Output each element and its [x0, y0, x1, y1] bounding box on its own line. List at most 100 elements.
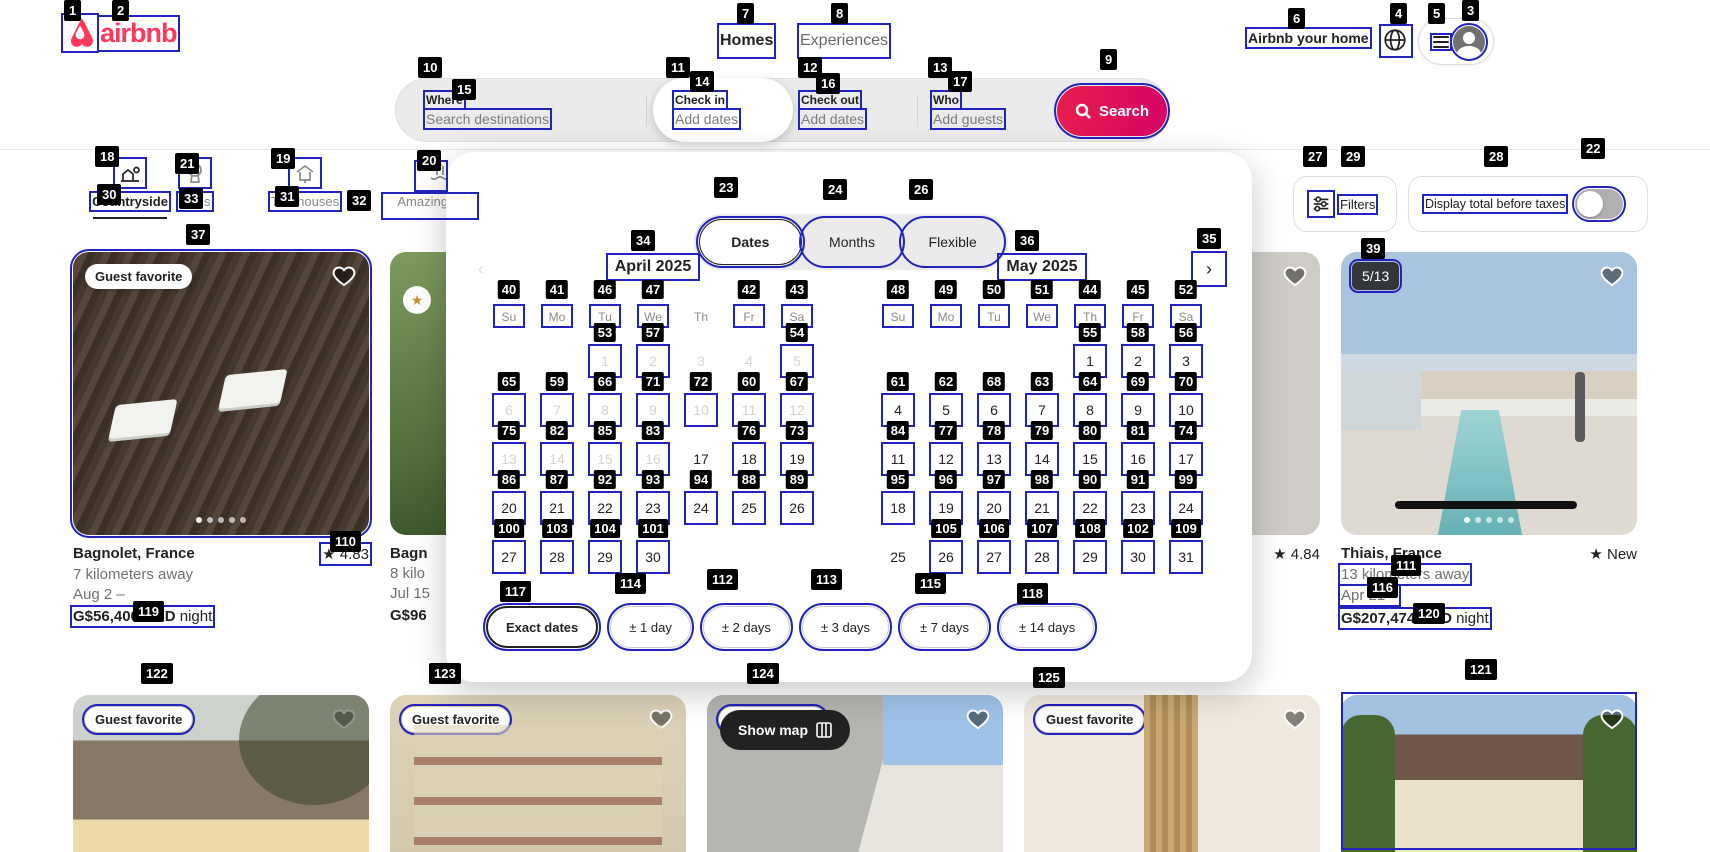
listing-title-fragment: Bagn	[390, 545, 428, 562]
photo-detail	[108, 398, 178, 440]
wishlist-heart-icon[interactable]	[1599, 264, 1625, 288]
category-icons[interactable]: Icons	[155, 157, 235, 212]
next-month-arrow[interactable]: ›	[1191, 251, 1227, 287]
display-total-pill: Display total before taxes	[1408, 176, 1648, 232]
listing-dates: Aug 2 –	[73, 586, 125, 603]
avatar[interactable]	[1450, 22, 1488, 61]
bottom-listing-card-2[interactable]: Guest favorite	[390, 695, 686, 852]
search-bar: Where Search destinations Check in Add d…	[395, 78, 1170, 142]
tab-homes[interactable]: Homes	[716, 23, 777, 59]
datepicker-tab-dates[interactable]: Dates	[696, 216, 805, 268]
listing-rating: ★ New	[1589, 546, 1637, 563]
datepicker-tab-flexible[interactable]: Flexible	[899, 216, 1007, 268]
flex-option--7-days[interactable]: ± 7 days	[897, 603, 992, 651]
airbnb-wordmark: airbnb	[97, 14, 180, 52]
airbnb-logo[interactable]: airbnb	[61, 13, 180, 53]
who-label[interactable]: Who	[930, 90, 962, 110]
listing-photo-carousel[interactable]: Guest favorite	[73, 695, 369, 852]
flex-option--2-days[interactable]: ± 2 days	[699, 603, 793, 651]
datepicker-tab-months[interactable]: Months	[798, 216, 906, 268]
globe-icon[interactable]	[1379, 24, 1413, 58]
checkout-add-dates[interactable]: Add dates	[797, 108, 868, 130]
filters-button[interactable]: Filters	[1293, 176, 1397, 232]
flex-option-exact-dates[interactable]: Exact dates	[482, 603, 602, 651]
where-label[interactable]: Where	[423, 90, 466, 110]
carousel-progress-bar[interactable]	[1395, 501, 1577, 509]
flexible-dates-row: Exact dates± 1 day± 2 days± 3 days± 7 da…	[482, 603, 1098, 651]
wishlist-heart-icon[interactable]	[331, 707, 357, 731]
listing-photo-carousel[interactable]	[1341, 695, 1637, 852]
search-destinations-input[interactable]: Search destinations	[423, 108, 552, 130]
tab-experiences[interactable]: Experiences	[796, 23, 892, 59]
display-total-toggle[interactable]	[1572, 186, 1627, 222]
checkout-label[interactable]: Check out	[797, 90, 863, 110]
flex-option--1-day[interactable]: ± 1 day	[607, 603, 694, 651]
listing-photo-carousel[interactable]: Guest favorite	[390, 695, 686, 852]
airbnb-your-home-link[interactable]: Airbnb your home	[1245, 27, 1372, 49]
who-add-guests[interactable]: Add guests	[929, 108, 1007, 130]
wishlist-heart-icon[interactable]	[1282, 264, 1308, 288]
wishlist-heart-icon[interactable]	[965, 707, 991, 731]
prev-month-arrow: ‹	[478, 258, 484, 279]
checkin-section[interactable]: Check in Add dates	[653, 78, 793, 142]
flex-option--14-days[interactable]: ± 14 days	[997, 603, 1098, 651]
wishlist-heart-icon[interactable]	[648, 707, 674, 731]
wishlist-heart-icon[interactable]	[1599, 707, 1625, 731]
guest-favorite-badge: Guest favorite	[81, 704, 196, 735]
listing-photo-carousel[interactable]: Guest favorite	[1024, 695, 1320, 852]
listing-title: Bagnolet, France	[73, 545, 195, 562]
listing-photo-carousel[interactable]: Guest favorite	[70, 249, 372, 538]
bottom-listing-card-4[interactable]: Guest favorite	[1024, 695, 1320, 852]
listing-photo-carousel[interactable]: 5/13	[1341, 252, 1637, 535]
listing-price: G$207,474 GYD night	[1338, 607, 1492, 630]
category-treehouses[interactable]: Treehouses	[250, 157, 360, 212]
flex-option--3-days[interactable]: ± 3 days	[798, 603, 892, 651]
wishlist-heart-icon[interactable]	[1282, 707, 1308, 731]
hamburger-menu-icon[interactable]	[1430, 32, 1452, 51]
listing-rating-fragment: ★ 4.84	[1273, 546, 1320, 563]
bottom-listing-card-5[interactable]	[1341, 695, 1637, 852]
calendar-day-may-25[interactable]: 25	[890, 548, 906, 565]
listing-card-thiais: 5/13 Thiais, France ★ New 13 kilometers …	[1337, 252, 1637, 630]
calendar-day-april-17[interactable]: 17	[693, 450, 709, 467]
listing-distance: 7 kilometers away	[73, 566, 194, 583]
search-button-label: Search	[1098, 102, 1150, 120]
search-button[interactable]: Search	[1054, 83, 1170, 139]
show-map-button[interactable]: Show map	[720, 710, 851, 750]
checkin-add-dates[interactable]: Add dates	[671, 108, 742, 130]
wishlist-heart-icon[interactable]	[331, 264, 357, 288]
checkin-label[interactable]: Check in	[671, 90, 729, 110]
user-menu-pill[interactable]	[1418, 18, 1494, 65]
bottom-listing-card-1[interactable]: Guest favorite	[73, 695, 369, 852]
